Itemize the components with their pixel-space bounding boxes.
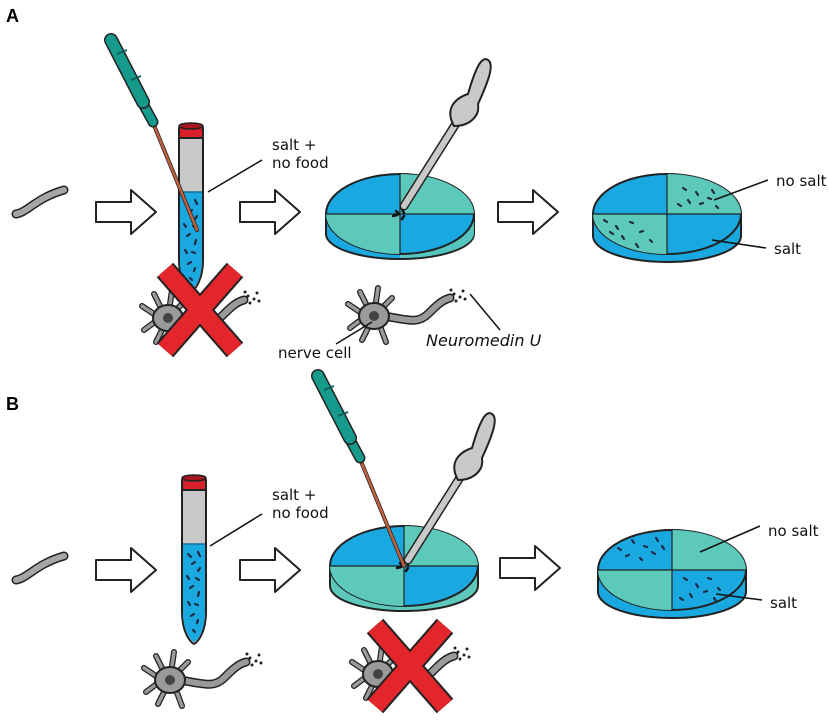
tube-label-line2: no food (272, 504, 329, 522)
plate-label-salt: salt (770, 594, 797, 612)
arrow-icon (239, 547, 301, 593)
petri-dish-icon (592, 173, 742, 263)
no-salt-leader (699, 525, 761, 553)
worm-icon (16, 190, 64, 214)
salt-leader (711, 239, 767, 249)
plate-label-no-salt: no salt (776, 172, 827, 190)
tube-label-line1: salt + (272, 486, 316, 504)
plate-label-salt: salt (774, 240, 801, 258)
petri-dish-icon (597, 529, 747, 619)
panel-b-letter: B (6, 394, 19, 414)
arrow-icon (499, 545, 561, 591)
petri-dish-icon (329, 525, 479, 612)
petri-dish-icon (325, 173, 475, 260)
nerve-cell-leader (335, 321, 373, 345)
arrow-icon (95, 547, 157, 593)
panel-a-letter: A (6, 6, 19, 26)
tube-label-line1: salt + (272, 136, 316, 154)
tube-icon (177, 121, 205, 294)
nerve-cell-label: nerve cell (278, 344, 352, 362)
salt-leader (715, 593, 763, 601)
tube-icon (180, 473, 208, 646)
no-salt-leader (713, 179, 769, 201)
neuromedin-label: Neuromedin U (426, 331, 542, 350)
arrow-icon (95, 189, 157, 235)
arrow-icon (497, 189, 559, 235)
tube-label: salt + no food (272, 136, 329, 172)
tube-label-leader (209, 513, 263, 547)
plate-label-no-salt: no salt (768, 522, 819, 540)
tube-label: salt + no food (272, 486, 329, 522)
tube-label-line2: no food (272, 154, 329, 172)
neuron-icon (144, 652, 263, 706)
neuromedin-leader (469, 293, 501, 331)
tube-label-leader (207, 159, 263, 193)
worm-icon (16, 556, 64, 580)
arrow-icon (239, 189, 301, 235)
